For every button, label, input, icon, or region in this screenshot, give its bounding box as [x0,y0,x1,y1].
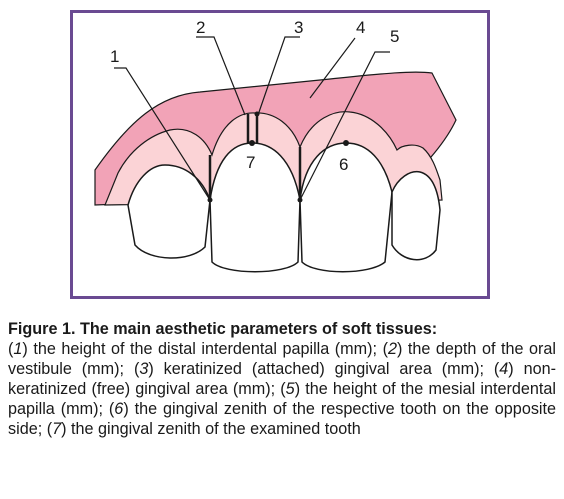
label-7: 7 [246,153,255,172]
tooth-central-right [299,142,393,273]
leader-3 [257,36,300,116]
caption-item-5: (5) the height of the mesial interdental… [8,380,556,418]
tooth-lateral-right [391,170,441,261]
label-2: 2 [196,18,205,37]
tooth-central-left [209,142,301,273]
leader-2 [196,36,246,116]
caption-item-6: (6) the gingival zenith of the respectiv… [8,400,557,438]
label-6: 6 [339,155,348,174]
label-3: 3 [294,18,303,37]
tooth-lateral-left [127,164,211,259]
caption-title: Figure 1. The main aesthetic parameters … [8,320,438,338]
point-zenith-opposite [343,140,349,146]
point-distal-papilla-base [207,197,213,203]
dental-diagram: 1 2 3 4 5 6 7 [94,18,457,273]
caption-item-3: (3) keratinized (attached) gingival area… [133,360,494,378]
figure-caption: Figure 1. The main aesthetic parameters … [8,319,556,439]
leader-1 [114,67,211,201]
caption-item-2: (2) the depth of the oral vestibule (mm)… [8,340,556,378]
label-5: 5 [390,27,399,46]
caption-item-7: (7) the gingival zenith of the examined … [46,420,361,438]
point-zenith-examined [249,140,255,146]
label-1: 1 [110,47,119,66]
caption-item-1: (1) the height of the distal interdental… [8,340,383,358]
label-4: 4 [356,18,365,37]
point-mesial-papilla-base [297,197,303,203]
leader-4 [309,37,356,99]
point-vestibule-top [254,111,260,117]
leader-5 [299,51,390,201]
caption-item-4: (4) non-keratinized (free) gingival area… [8,360,556,398]
